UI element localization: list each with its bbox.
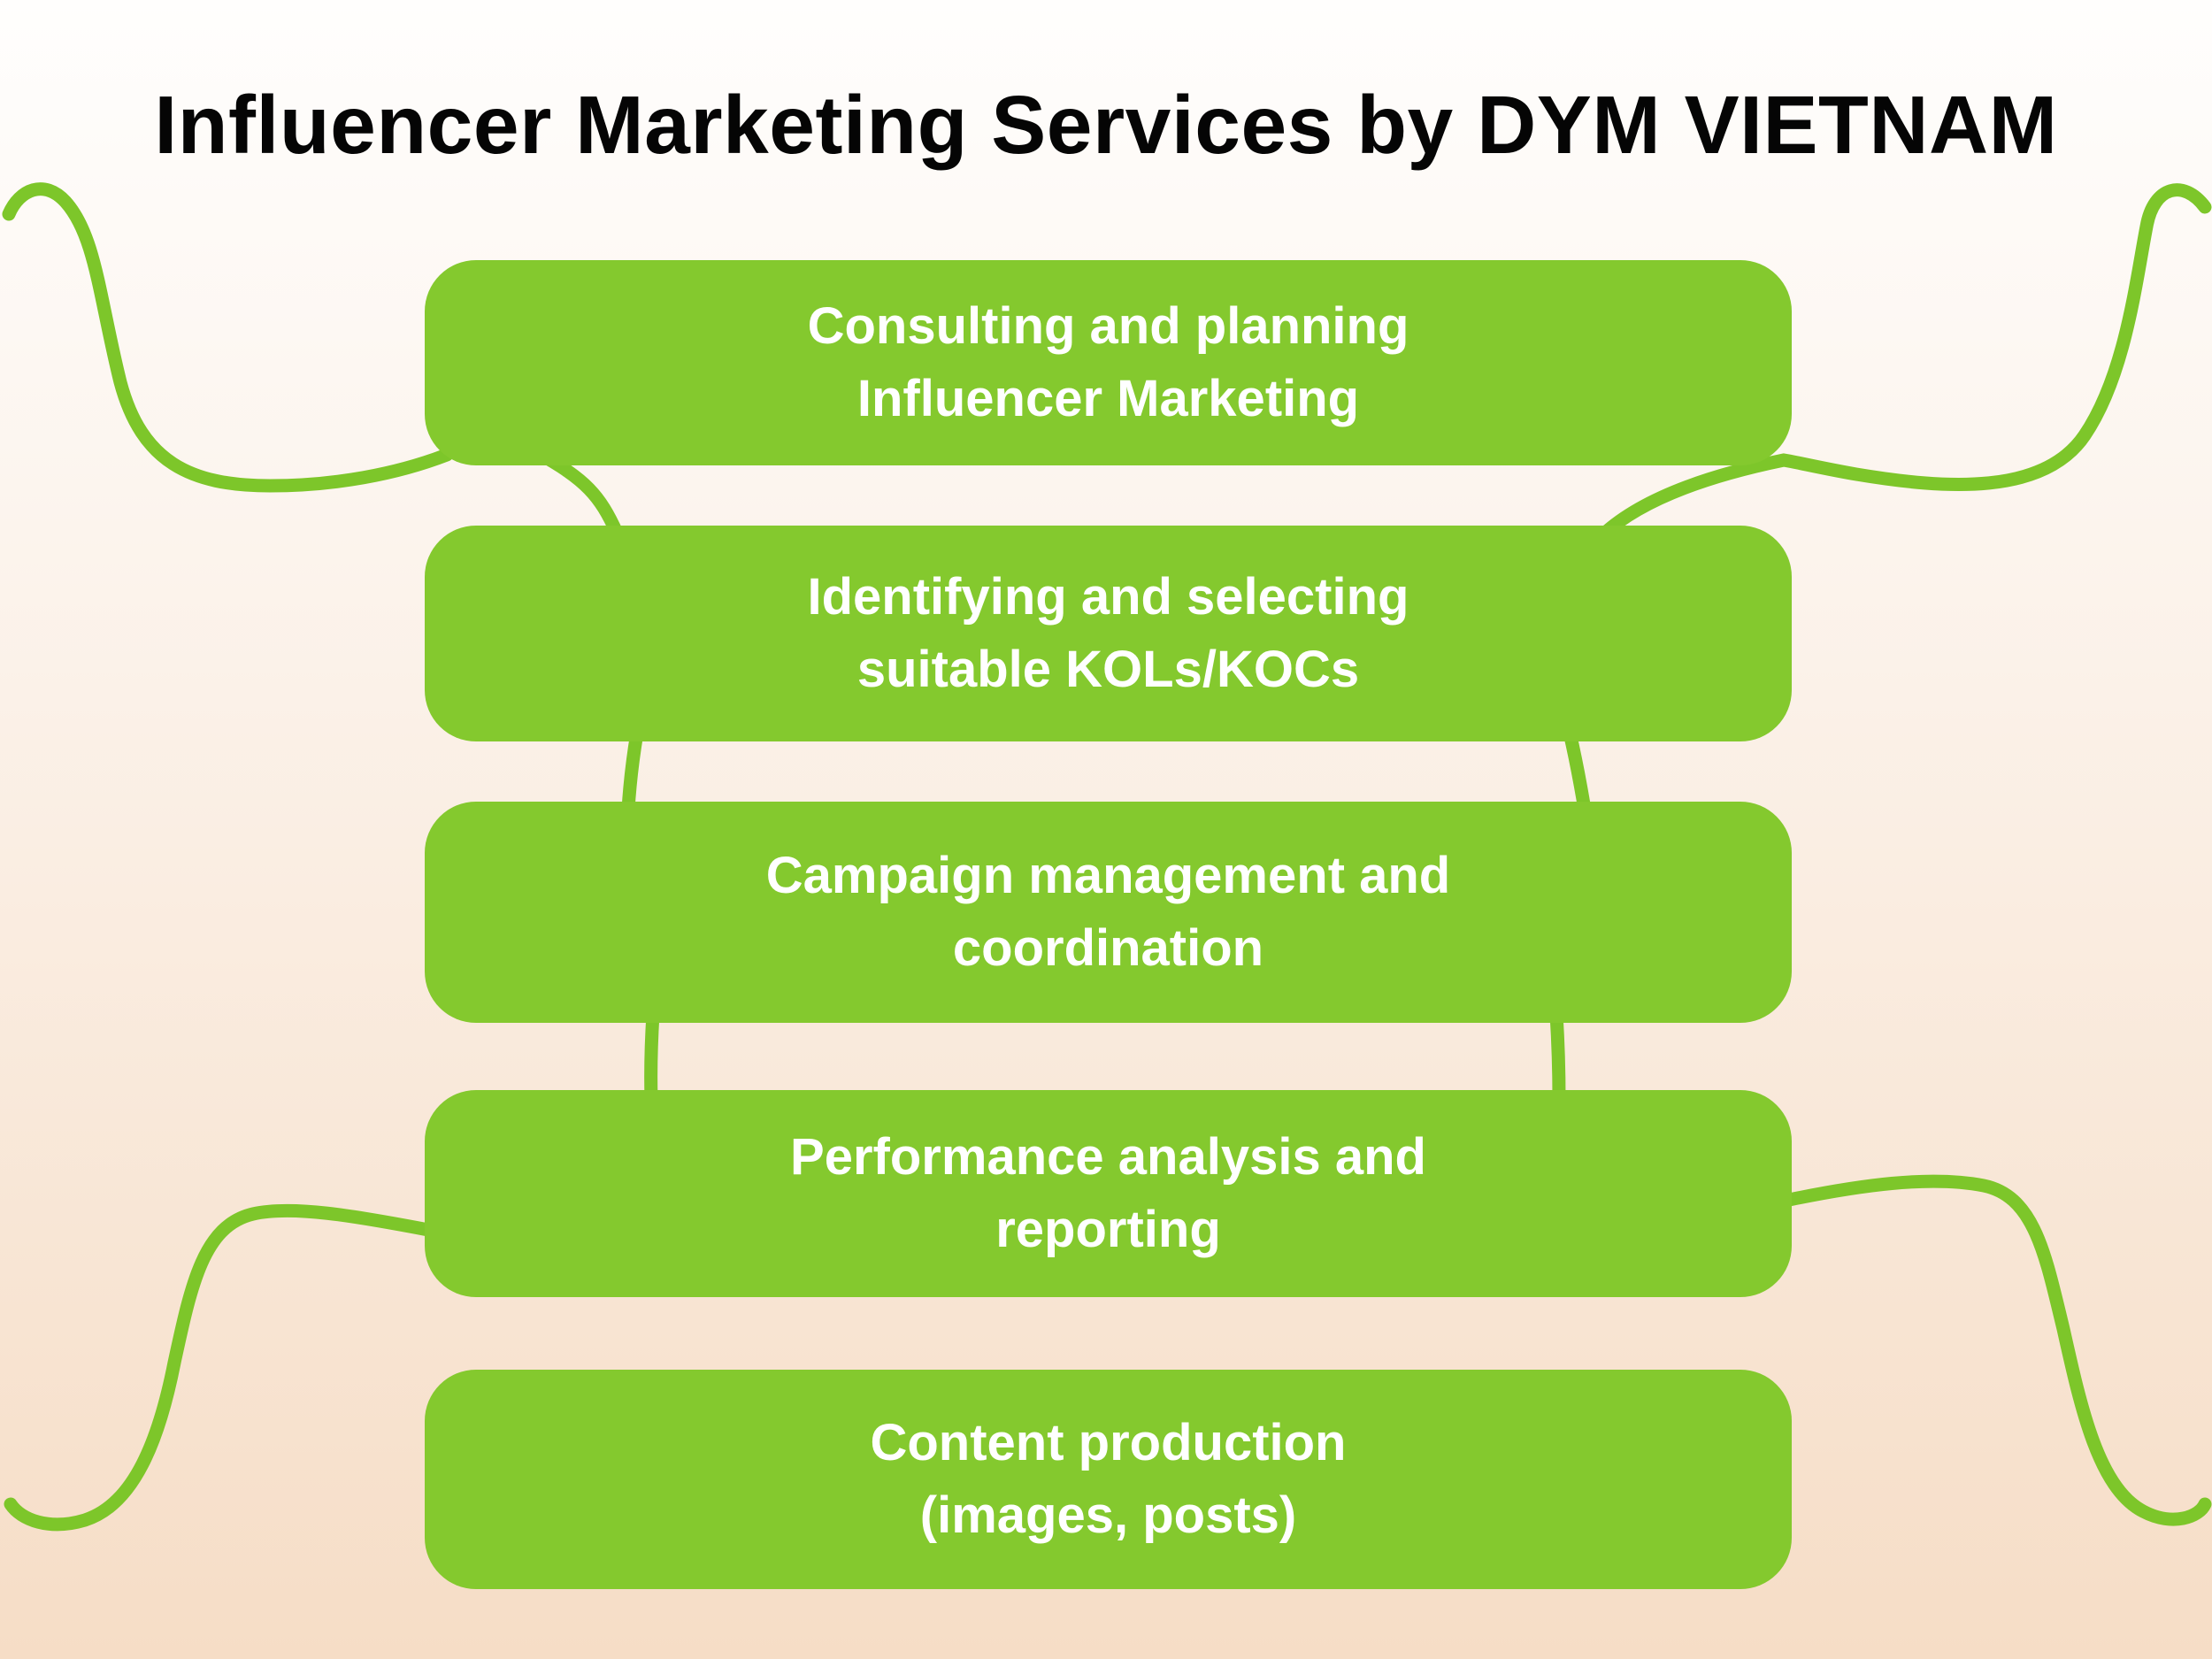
curve-top-left	[2, 182, 454, 493]
service-box-consulting-line-1: Consulting and planning	[807, 296, 1409, 355]
service-box-performance-line-1: Performance analysis and	[790, 1127, 1426, 1186]
curve-bottom-left	[4, 1203, 435, 1532]
service-box-campaign-line-2: coordination	[952, 919, 1264, 977]
service-box-performance-line-2: reporting	[995, 1201, 1221, 1258]
page-title: Influencer Marketing Services by DYM VIE…	[154, 79, 2058, 171]
connector-box2-box3-left	[621, 726, 644, 817]
service-box-identifying-line-2: suitable KOLs/KOCs	[856, 641, 1360, 698]
connector-box3-box4-left	[644, 1007, 660, 1106]
service-box-campaign-line-1: Campaign management and	[765, 846, 1451, 904]
service-box-content-line-2: (images, posts)	[919, 1486, 1297, 1544]
curve-bottom-right	[1782, 1174, 2212, 1526]
service-box-consulting: Consulting and planning Influencer Marke…	[425, 260, 1792, 465]
connector-box3-box4-right	[1549, 1007, 1566, 1106]
service-box-performance: Performance analysis and reporting	[425, 1090, 1792, 1297]
service-box-identifying: Identifying and selecting suitable KOLs/…	[425, 526, 1792, 741]
service-box-content: Content production (images, posts)	[425, 1370, 1792, 1589]
service-box-content-line-1: Content production	[870, 1413, 1347, 1471]
curve-top-right	[1596, 183, 2212, 541]
service-box-consulting-line-2: Influencer Marketing	[856, 370, 1360, 427]
connector-box2-box3-right	[1563, 726, 1592, 817]
service-box-campaign: Campaign management and coordination	[425, 802, 1792, 1023]
service-box-identifying-line-1: Identifying and selecting	[807, 567, 1409, 626]
